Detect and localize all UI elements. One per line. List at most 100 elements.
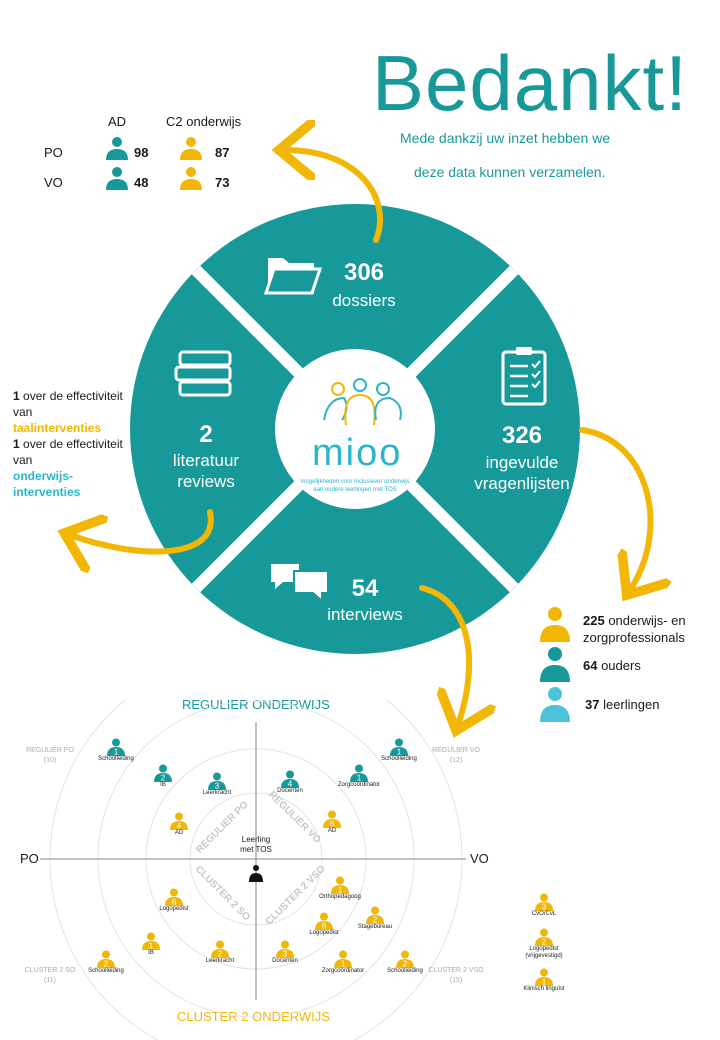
person-icon: 1 — [334, 950, 352, 968]
person-icon: 1 — [142, 932, 160, 950]
legend-leerlingen: 37 leerlingen — [585, 696, 659, 713]
po-ad-count: 98 — [134, 145, 149, 160]
person-icon: 2 — [154, 764, 172, 782]
vragenlijsten-number: 326 — [501, 422, 543, 449]
note-1-highlight: taalinterventies — [13, 421, 102, 435]
role-count: 2 — [218, 950, 223, 959]
mioo-logo-text: mioo — [312, 432, 403, 474]
literature-note: 1 over de effectiviteit van taalinterven… — [13, 388, 133, 500]
person-icon: 3 — [276, 940, 294, 958]
role-label: Logopedist — [159, 906, 189, 912]
legend-ouders-text: ouders — [597, 658, 641, 673]
folder-icon — [263, 258, 323, 295]
row-label-vo: VO — [44, 175, 63, 190]
note-1-text: over de effectiviteit van — [13, 389, 123, 419]
diagram-top-label: REGULIER ONDERWIJS — [182, 697, 330, 712]
role-count: 3 — [542, 903, 547, 912]
vo-c2-count: 73 — [215, 175, 230, 190]
role-label: Docenten — [272, 958, 298, 964]
role-label: Schoolleiding — [88, 968, 124, 974]
quadrant-regulier-po-n: (10) — [43, 757, 57, 764]
legend-leerlingen-text: leerlingen — [599, 697, 660, 712]
stakeholder-diagram — [40, 700, 466, 1040]
role-count: 4 — [177, 822, 182, 831]
note-2-text: over de effectiviteit van — [13, 437, 123, 467]
note-2-highlight: onderwijs-interventies — [13, 469, 81, 499]
person-icon: 1 — [107, 738, 125, 757]
legend-professionals: 225 onderwijs- en zorgprofessionals — [583, 612, 686, 646]
reviews-label-2: reviews — [177, 472, 235, 491]
person-icon: 4 — [281, 770, 299, 789]
role-count: 4 — [288, 780, 293, 789]
person-icon: 2 — [366, 906, 384, 925]
role-label: Schoolleiding — [381, 756, 417, 762]
subtitle-line-2: deze data kunnen verzamelen. — [414, 164, 606, 180]
student-icon — [249, 865, 263, 882]
person-icons-ad — [106, 137, 128, 190]
chat-bubbles-icon — [271, 564, 329, 604]
column-header-c2: C2 onderwijs — [166, 114, 242, 129]
role-count: 1 — [114, 748, 119, 757]
quadrant-cluster2-so-n: (11) — [44, 977, 56, 984]
legend-leerlingen-number: 37 — [585, 697, 600, 712]
person-icon: 1 — [390, 738, 408, 756]
person-icon — [180, 137, 202, 160]
subtitle-line-1: Mede dankzij uw inzet hebben we — [400, 130, 611, 146]
po-c2-count: 87 — [215, 145, 230, 160]
role-label: IB — [148, 950, 154, 956]
role-label: Stagebureau — [357, 924, 393, 930]
vragenlijsten-label-1: ingevulde — [485, 453, 559, 472]
role-count: 2 — [373, 916, 378, 925]
legend-professionals-text-2: zorgprofessionals — [583, 630, 685, 645]
person-icon: 4 — [170, 812, 188, 831]
person-icon — [540, 687, 570, 722]
person-icon — [180, 167, 202, 190]
role-count: 2 — [104, 960, 109, 969]
person-icon: 2 — [535, 928, 553, 947]
role-label: Leerkracht — [205, 958, 235, 964]
quadrant-cluster2-vso-n: (15) — [449, 977, 463, 984]
arrow-to-diagram — [419, 585, 469, 725]
person-icon — [106, 137, 128, 160]
legend-person-icons — [540, 607, 570, 722]
role-label: CvO/CvL — [531, 911, 557, 917]
mioo-logo-sub-2: aan oudere leerlingen met TOS — [313, 487, 397, 493]
role-label: Leerkracht — [202, 790, 232, 796]
person-icon — [106, 167, 128, 190]
role-count: 2 — [542, 938, 547, 947]
person-icon: 1 — [535, 968, 553, 986]
role-count: 3 — [215, 782, 220, 791]
person-icon: 3 — [535, 893, 553, 912]
legend-ouders-number: 64 — [583, 658, 598, 673]
role-label: Zorgcoördinator — [321, 968, 365, 974]
role-count: 6 — [322, 922, 327, 931]
legend-professionals-text: onderwijs- en — [604, 613, 686, 628]
arrow-to-literature — [70, 509, 214, 552]
role-label: Orthopedagoog — [319, 894, 361, 900]
role-label: AD — [327, 828, 337, 834]
reviews-label-1: literatuur — [172, 451, 240, 470]
note-1-number: 1 — [13, 389, 20, 403]
page-title: Bedankt! — [372, 39, 688, 127]
person-icons-c2 — [180, 137, 202, 190]
role-count: 2 — [403, 960, 408, 969]
center-label-1: Leerling — [241, 835, 271, 844]
mioo-logo-sub-1: mogelijkheden voor inclusiever onderwijs — [300, 479, 410, 485]
role-count: 1 — [338, 886, 343, 895]
